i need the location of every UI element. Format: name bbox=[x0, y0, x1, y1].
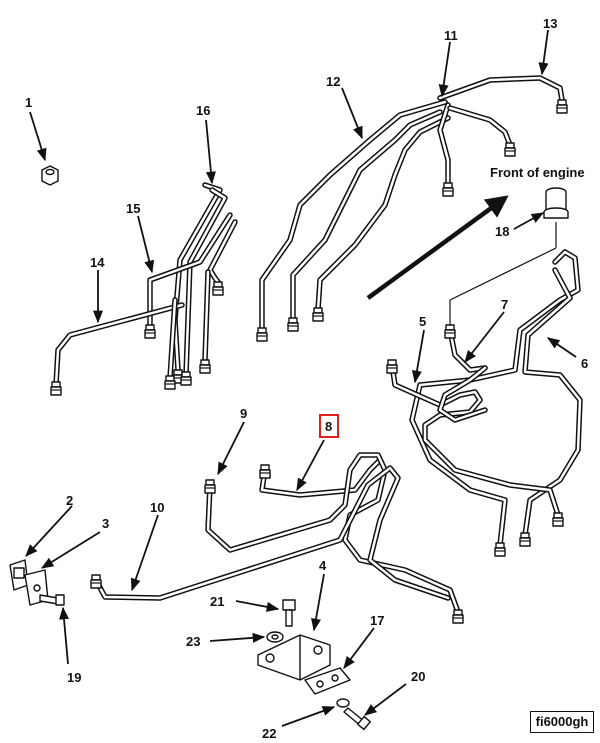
clamp-part-2 bbox=[9, 559, 29, 591]
highlight-box bbox=[319, 414, 339, 438]
guide-line bbox=[449, 247, 557, 301]
callout-23: 23 bbox=[186, 634, 200, 649]
callout-15: 15 bbox=[126, 201, 140, 216]
callout-7: 7 bbox=[501, 297, 508, 312]
callout-18: 18 bbox=[495, 224, 509, 239]
fuel-line-7 bbox=[437, 324, 488, 423]
callout-10: 10 bbox=[150, 500, 164, 515]
bracket-part-17 bbox=[304, 667, 351, 695]
callout-22: 22 bbox=[262, 726, 276, 741]
fuel-line-8 bbox=[259, 457, 383, 498]
figure-id-label: fi6000gh bbox=[530, 711, 594, 733]
fuel-line-13 bbox=[437, 75, 568, 114]
callout-2: 2 bbox=[66, 493, 73, 508]
callout-12: 12 bbox=[326, 74, 340, 89]
callout-8: 8 bbox=[325, 419, 332, 434]
bolt-part-21 bbox=[282, 599, 296, 627]
front-of-engine-label: Front of engine bbox=[490, 165, 585, 180]
nut-part-1 bbox=[41, 165, 59, 186]
callout-14: 14 bbox=[90, 255, 105, 270]
fuel-line-12 bbox=[256, 99, 451, 342]
washer-part-23 bbox=[266, 631, 284, 643]
fuel-line-15 bbox=[144, 212, 238, 374]
fuel-line-14 bbox=[50, 297, 185, 396]
callout-6: 6 bbox=[581, 356, 588, 371]
callout-4: 4 bbox=[319, 558, 327, 573]
fuel-line-10 bbox=[90, 465, 451, 601]
callout-21: 21 bbox=[210, 594, 224, 609]
fuel-line-16 bbox=[172, 182, 228, 386]
callout-20: 20 bbox=[411, 669, 425, 684]
callout-3: 3 bbox=[102, 516, 109, 531]
callout-13: 13 bbox=[543, 16, 557, 31]
callout-labels: 1 2 3 4 5 6 7 8 9 10 11 12 13 14 15 16 1… bbox=[25, 16, 588, 741]
leader-lines bbox=[25, 29, 577, 727]
callout-19: 19 bbox=[67, 670, 81, 685]
callout-9: 9 bbox=[240, 406, 247, 421]
fitting-part-18 bbox=[543, 187, 569, 219]
bracket-part-4 bbox=[257, 634, 331, 681]
fuel-line-9 bbox=[204, 452, 464, 624]
callout-1: 1 bbox=[25, 95, 32, 110]
washer-part-22 bbox=[336, 698, 350, 708]
callout-11: 11 bbox=[444, 28, 458, 43]
callout-16: 16 bbox=[196, 103, 210, 118]
callout-17: 17 bbox=[370, 613, 384, 628]
bolt-part-19 bbox=[39, 594, 65, 606]
fuel-line-11 bbox=[437, 102, 516, 197]
callout-5: 5 bbox=[419, 314, 426, 329]
bolt-part-20 bbox=[343, 707, 371, 731]
front-of-engine-indicator: Front of engine bbox=[366, 165, 585, 300]
fuel-line-5 bbox=[386, 359, 564, 527]
callout-8-highlight: 8 bbox=[319, 414, 339, 438]
